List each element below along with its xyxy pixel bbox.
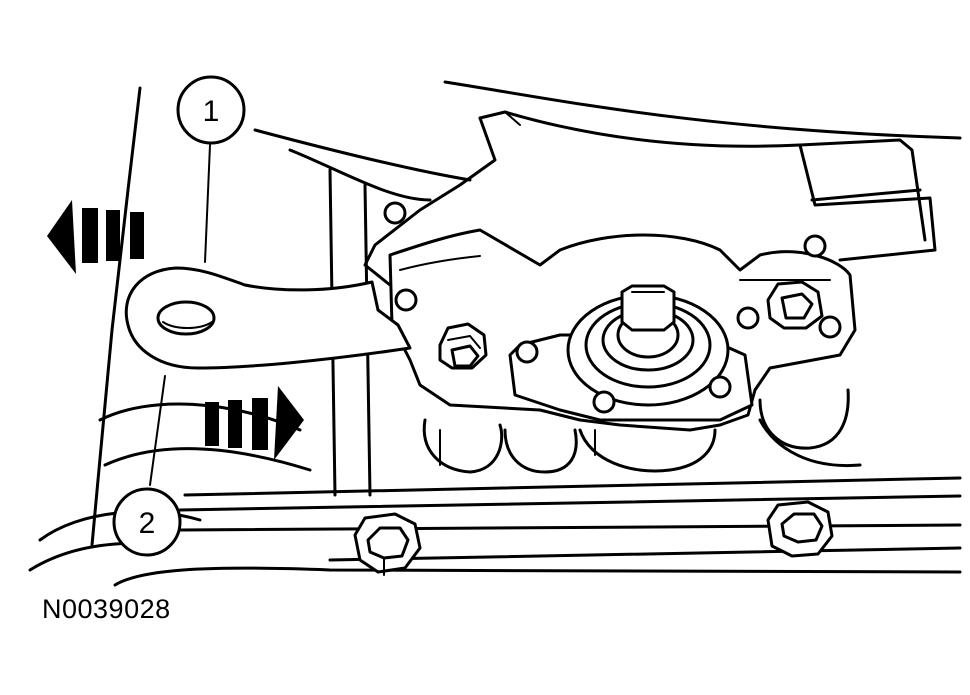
- selector-body-plate: [383, 201, 857, 432]
- callout-leaders: [149, 144, 211, 486]
- selector-lever: [124, 266, 412, 370]
- callout-2-number: 2: [139, 507, 156, 540]
- plate-bolt-right: [766, 280, 824, 330]
- plate-bolt-left: [438, 322, 488, 370]
- callout-2: 2: [112, 487, 182, 557]
- case-bolt-left: [353, 512, 422, 576]
- valve-body-cover: [363, 110, 937, 287]
- callout-1: 1: [176, 75, 246, 145]
- case-bolt-right: [766, 500, 834, 558]
- lower-valve-lobes: [422, 388, 862, 474]
- arrow-right-icon: [205, 386, 304, 460]
- arrow-left-icon: [47, 200, 144, 274]
- figure-id-label: N0039028: [42, 594, 171, 624]
- callout-1-number: 1: [203, 95, 220, 128]
